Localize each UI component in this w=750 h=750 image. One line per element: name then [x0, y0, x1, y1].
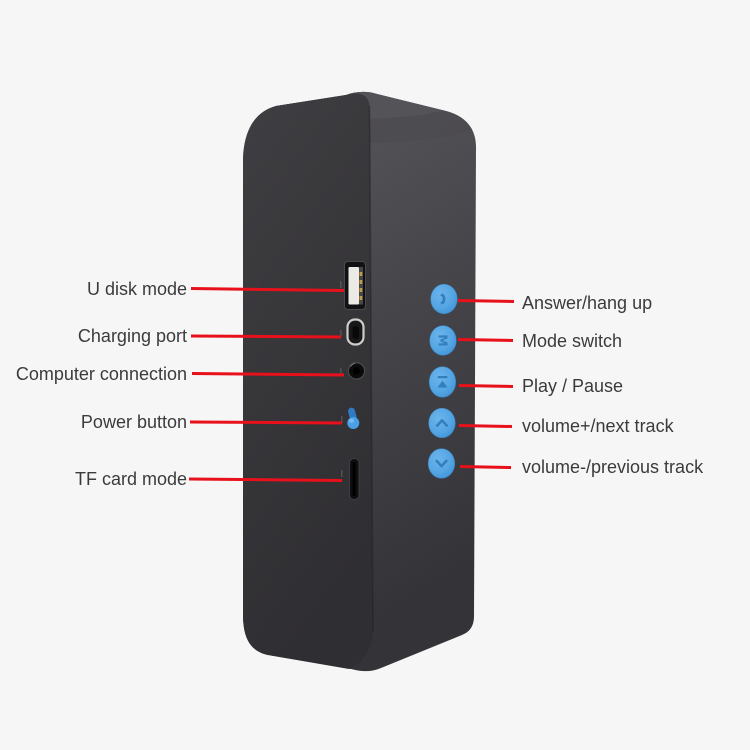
- chevron-up-icon: [435, 419, 449, 427]
- callout-line-volup: [458, 424, 513, 428]
- callout-lines: [188, 287, 515, 482]
- callout-line-power: [189, 420, 343, 425]
- label-tf-card-mode: TF card mode: [74, 469, 187, 489]
- usb-a-port: [344, 261, 366, 310]
- callout-line-mode: [457, 338, 514, 342]
- answer-hangup-button: [430, 283, 458, 315]
- micro-usb-port: [346, 318, 365, 346]
- volume-up-button: [428, 407, 456, 439]
- power-slide-switch: [347, 407, 360, 429]
- speaker-body: [243, 91, 476, 672]
- callout-line-u-disk: [190, 287, 345, 292]
- callout-line-voldown: [459, 465, 512, 469]
- aux-audio-jack: [347, 362, 366, 380]
- label-power-button: Power button: [80, 412, 187, 432]
- speaker-corner-edge: [368, 105, 374, 633]
- letter-m-icon: M: [436, 334, 451, 346]
- callout-line-answer: [457, 299, 515, 303]
- silkscreen-marks: [340, 281, 343, 477]
- label-computer-connection: Computer connection: [15, 364, 187, 384]
- callout-line-tf: [188, 477, 343, 482]
- tf-card-slot: [349, 458, 360, 500]
- mode-switch-button: M: [429, 325, 457, 356]
- phone-icon: [440, 293, 446, 305]
- play-pause-button: [428, 366, 457, 398]
- callout-line-computer: [191, 372, 345, 377]
- speaker-front-face: [243, 93, 373, 670]
- label-volume-next-track: volume+/next track: [522, 416, 674, 436]
- label-answer-hang-up: Answer/hang up: [522, 293, 653, 313]
- label-charging-port: Charging port: [77, 326, 187, 346]
- play-pause-icon: [437, 376, 448, 388]
- control-buttons: M: [427, 283, 458, 479]
- label-u-disk-mode: U disk mode: [86, 279, 187, 299]
- label-play-pause: Play / Pause: [522, 376, 624, 396]
- label-volume-previous-track: volume-/previous track: [522, 457, 704, 477]
- volume-down-button: [427, 448, 456, 479]
- chevron-down-icon: [435, 459, 448, 468]
- ports-panel: [344, 261, 366, 500]
- callout-line-charging: [190, 334, 342, 339]
- callout-line-play: [458, 384, 514, 388]
- label-mode-switch: Mode switch: [522, 331, 623, 351]
